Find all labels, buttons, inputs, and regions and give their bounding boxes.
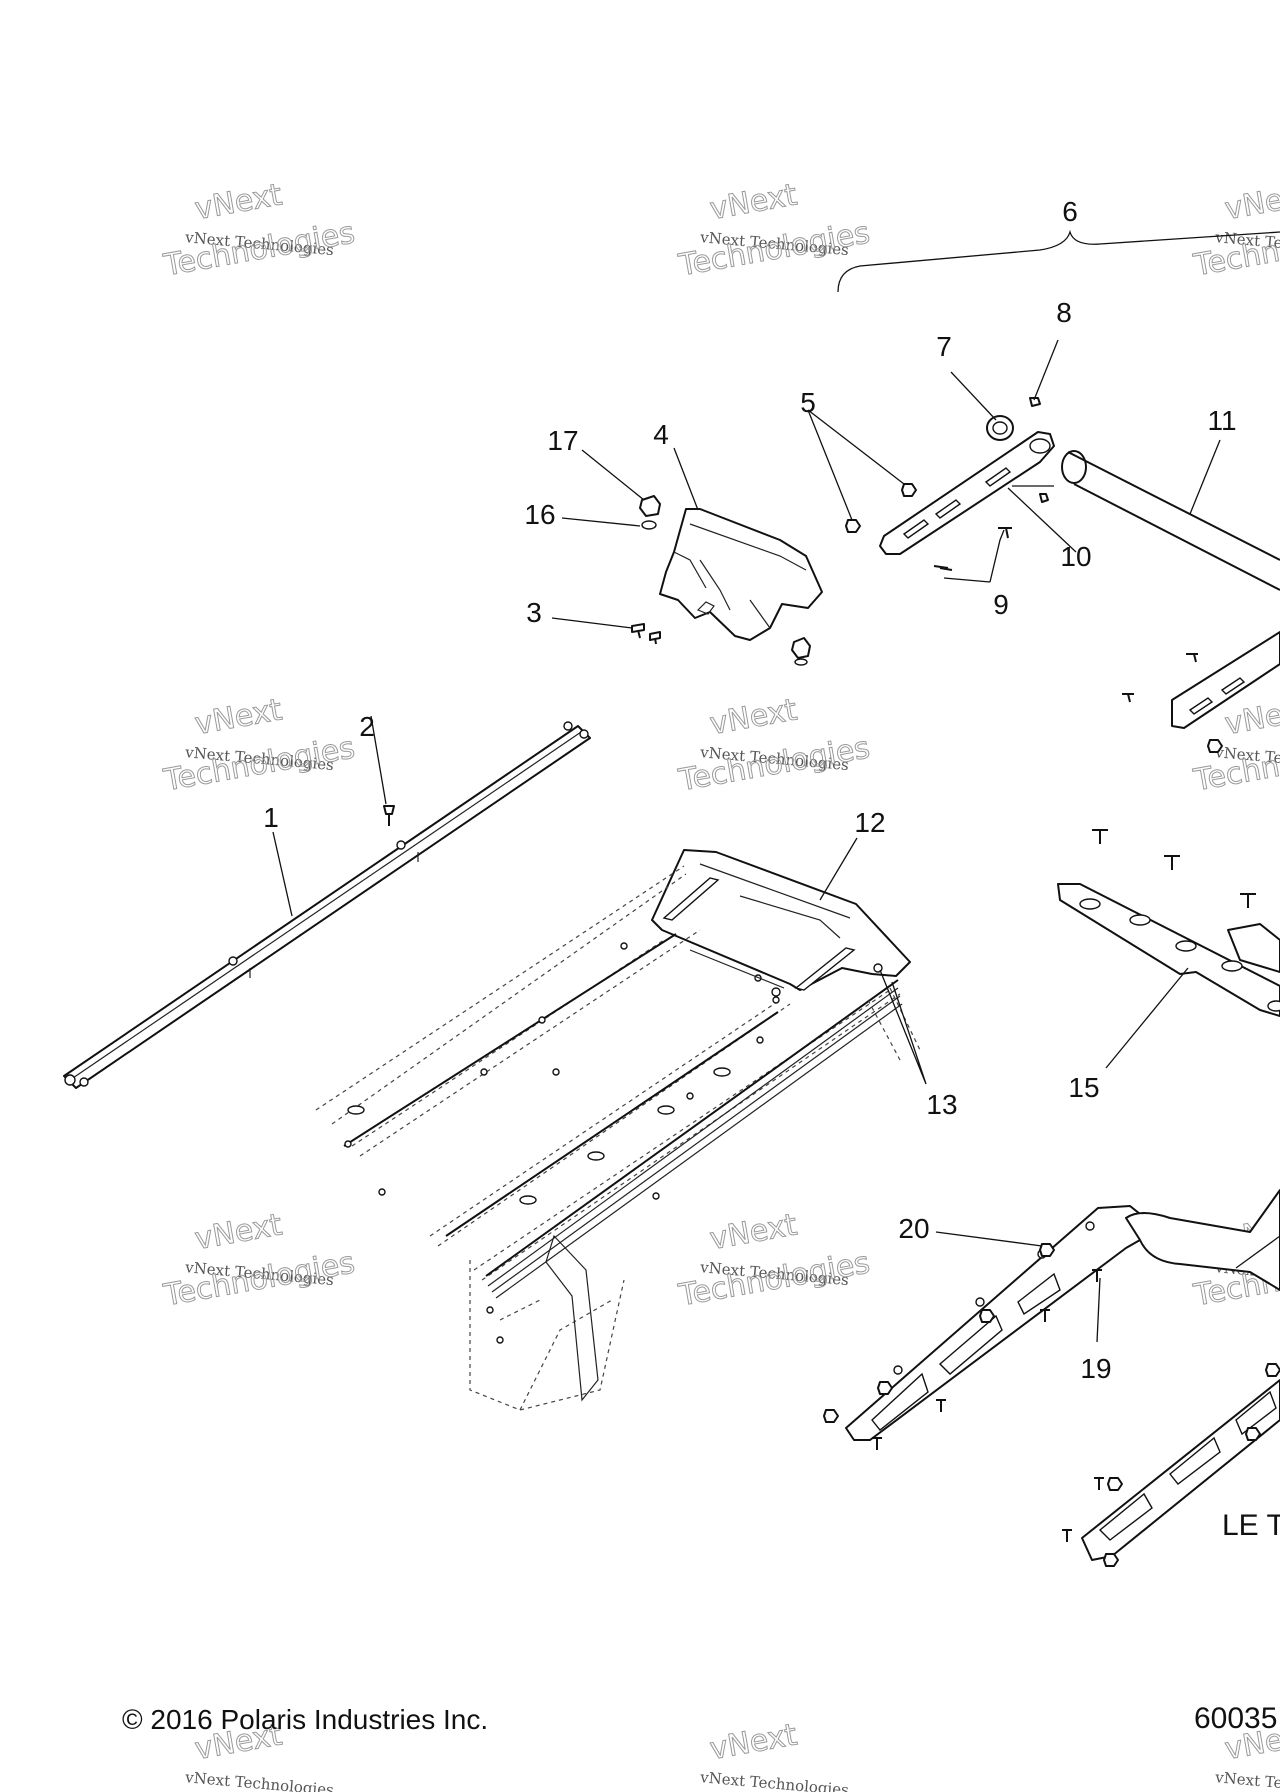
callout-7: 7 xyxy=(936,331,952,362)
svg-text:vNext: vNext xyxy=(1222,692,1280,742)
part-3-screws xyxy=(631,623,661,645)
part-16-washer xyxy=(641,520,657,530)
watermark: vNext vNext Technologies Technologies xyxy=(1190,177,1280,284)
callout-8: 8 xyxy=(1056,297,1072,328)
callout-19: 19 xyxy=(1080,1353,1111,1384)
svg-text:vNext: vNext xyxy=(707,1207,800,1257)
watermark: vNext vNext Technologies Technologies xyxy=(160,1207,358,1314)
base-frame xyxy=(315,865,921,1411)
part-10-bracket xyxy=(879,431,1055,555)
part-12-plate xyxy=(651,849,911,991)
callout-2: 2 xyxy=(359,711,375,742)
svg-text:Technologies: Technologies xyxy=(676,730,873,798)
watermark: vNext vNext Technologies xyxy=(699,1717,850,1792)
svg-text:Technologies: Technologies xyxy=(161,730,358,798)
svg-text:Technologies: Technologies xyxy=(161,1245,358,1313)
callout-3: 3 xyxy=(526,597,542,628)
part-5-nuts xyxy=(845,483,917,533)
part-small-bolt xyxy=(1039,493,1049,503)
callout-17: 17 xyxy=(547,425,578,456)
side-frame-upper xyxy=(845,1189,1280,1441)
callouts: 6 8 7 5 11 17 4 16 10 9 3 2 1 12 15 13 2… xyxy=(263,196,1280,1542)
callout-16: 16 xyxy=(524,499,555,530)
part-15-support xyxy=(1057,883,1280,1017)
svg-text:Technologies: Technologies xyxy=(161,215,358,283)
callout-10: 10 xyxy=(1060,541,1091,572)
part-nut xyxy=(791,637,811,666)
part-2-bolt xyxy=(383,805,395,826)
side-frame-lower xyxy=(1081,1379,1280,1561)
part-pushpins xyxy=(1092,829,1256,908)
side-label: LE T xyxy=(1222,1509,1280,1542)
svg-text:vNext: vNext xyxy=(192,177,285,227)
copyright-text: © 2016 Polaris Industries Inc. xyxy=(122,1704,488,1735)
leader-lines xyxy=(272,229,1280,1343)
footer: © 2016 Polaris Industries Inc. 60035 xyxy=(122,1702,1277,1735)
watermark: vNext vNext Technologies Technologies xyxy=(160,692,358,799)
svg-text:vNext: vNext xyxy=(707,177,800,227)
watermark: vNext vNext Technologies Technologies xyxy=(675,1207,873,1314)
svg-text:vNext Technologies: vNext Technologies xyxy=(699,1768,850,1792)
svg-text:vNext: vNext xyxy=(707,1717,800,1767)
callout-13: 13 xyxy=(926,1089,957,1120)
watermark: vNext vNext Technologies Technologies xyxy=(675,692,873,799)
part-9-bolts xyxy=(933,527,1012,571)
svg-text:vNext: vNext xyxy=(707,692,800,742)
svg-text:vNext: vNext xyxy=(192,692,285,742)
part-1-rail xyxy=(63,721,591,1089)
diagram-number: 60035 xyxy=(1194,1702,1277,1735)
svg-text:vNext Technologies: vNext Technologies xyxy=(1214,1768,1280,1792)
callout-20: 20 xyxy=(898,1213,929,1244)
watermark: vNext vNext Technologies Technologies xyxy=(675,177,873,284)
part-4-cover xyxy=(659,508,823,641)
part-20-nuts xyxy=(823,1243,1280,1567)
callout-11: 11 xyxy=(1207,405,1236,436)
callout-15: 15 xyxy=(1068,1072,1099,1103)
part-19-bolts xyxy=(872,1269,1104,1542)
watermark: vNext vNext Technologies Technologies xyxy=(160,177,358,284)
callout-5: 5 xyxy=(800,387,816,418)
callout-1: 1 xyxy=(263,802,279,833)
part-11-tube xyxy=(1061,450,1280,591)
callout-6: 6 xyxy=(1062,196,1078,227)
part-right-bracket xyxy=(1122,631,1280,753)
svg-text:Technologies: Technologies xyxy=(676,1245,873,1313)
callout-9: 9 xyxy=(993,589,1009,620)
callout-4: 4 xyxy=(653,419,669,450)
svg-text:Technologies: Technologies xyxy=(676,215,873,283)
svg-text:vNext: vNext xyxy=(1222,177,1280,227)
part-17-nut xyxy=(639,495,661,517)
part-7-bushing xyxy=(986,415,1014,441)
callout-12: 12 xyxy=(854,807,885,838)
svg-text:vNext Technologies: vNext Technologies xyxy=(184,1768,335,1792)
svg-text:vNext: vNext xyxy=(192,1207,285,1257)
